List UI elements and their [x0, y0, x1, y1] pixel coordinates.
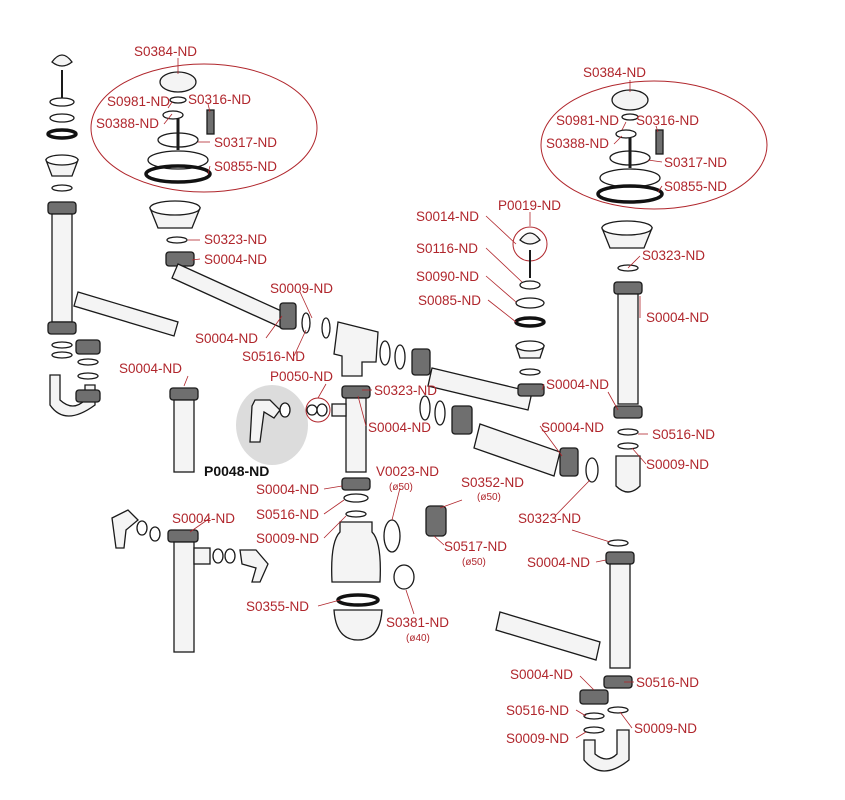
bottle-trap — [331, 477, 447, 641]
label-s0004-a: S0004-ND — [204, 252, 267, 267]
label-s0323-a: S0323-ND — [204, 232, 267, 247]
note-s0517: (ø50) — [462, 557, 486, 568]
label-s0009-e: S0009-ND — [506, 731, 569, 746]
label-s0981-right: S0981-ND — [556, 113, 619, 128]
label-s0316-right: S0316-ND — [636, 113, 699, 128]
label-s0004-e: S0004-ND — [368, 420, 431, 435]
note-s0381: (ø40) — [406, 633, 430, 644]
label-s0004-h: S0004-ND — [256, 482, 319, 497]
label-s0381: S0381-ND — [386, 615, 449, 630]
label-s0004-i: S0004-ND — [527, 555, 590, 570]
left-drain-stack — [45, 54, 179, 417]
label-s0516-d: S0516-ND — [636, 675, 699, 690]
label-s0516-c: S0516-ND — [256, 507, 319, 522]
part-labels: S0384-ND S0981-ND S0316-ND S0388-ND S031… — [96, 44, 727, 746]
lower-right-trap — [495, 539, 635, 772]
middle-standpipe — [306, 385, 371, 473]
note-v0023: (ø50) — [389, 482, 413, 493]
label-s0009-a: S0009-ND — [270, 281, 333, 296]
label-s0085: S0085-ND — [418, 293, 481, 308]
label-s0388-right: S0388-ND — [546, 136, 609, 151]
label-s0352: S0352-ND — [461, 475, 524, 490]
left-basket-coupling — [149, 200, 289, 329]
label-s0384-right: S0384-ND — [583, 65, 646, 80]
label-s0009-c: S0009-ND — [256, 531, 319, 546]
left-standalone-pipe — [169, 387, 199, 473]
label-s0516-e: S0516-ND — [506, 703, 569, 718]
label-s0388-left: S0388-ND — [96, 116, 159, 131]
overflow-waste — [514, 232, 546, 397]
label-s0317-right: S0317-ND — [664, 155, 727, 170]
label-s0316-left: S0316-ND — [188, 92, 251, 107]
label-s0004-f: S0004-ND — [546, 377, 609, 392]
leader-lines — [163, 58, 663, 739]
lower-left-tee — [111, 509, 269, 653]
label-s0004-j: S0004-ND — [172, 511, 235, 526]
label-s0009-b: S0009-ND — [646, 457, 709, 472]
p0048-highlight — [236, 385, 308, 465]
centre-tee — [279, 302, 533, 411]
right-strainer-parts — [596, 89, 664, 204]
label-s0009-d: S0009-ND — [634, 721, 697, 736]
label-s0004-d: S0004-ND — [119, 361, 182, 376]
label-s0981-left: S0981-ND — [107, 94, 170, 109]
label-p0019: P0019-ND — [498, 198, 561, 213]
label-s0355: S0355-ND — [246, 599, 309, 614]
label-s0116: S0116-ND — [416, 241, 478, 256]
left-strainer-parts — [144, 71, 215, 184]
label-p0050: P0050-ND — [270, 369, 333, 384]
label-s0004-b: S0004-ND — [195, 331, 258, 346]
label-s0323-d: S0323-ND — [518, 511, 581, 526]
label-s0317-left: S0317-ND — [214, 135, 277, 150]
right-centre-pipe — [419, 395, 599, 483]
note-s0352: (ø50) — [477, 492, 501, 503]
label-v0023: V0023-ND — [376, 464, 439, 479]
label-s0517: S0517-ND — [444, 539, 507, 554]
label-s0014: S0014-ND — [416, 209, 479, 224]
p0048-elbow — [249, 399, 291, 443]
left-strainer-group-outline — [90, 63, 318, 193]
right-drain-stack — [601, 220, 653, 493]
label-s0384-left: S0384-ND — [134, 44, 197, 59]
label-s0004-c: S0004-ND — [646, 310, 709, 325]
label-s0516-a: S0516-ND — [242, 349, 305, 364]
label-p0048: P0048-ND — [204, 463, 269, 479]
label-s0855-left: S0855-ND — [214, 159, 277, 174]
label-s0323-c: S0323-ND — [374, 383, 437, 398]
label-s0516-b: S0516-ND — [652, 427, 715, 442]
label-s0855-right: S0855-ND — [664, 179, 727, 194]
label-s0004-g: S0004-ND — [541, 420, 604, 435]
label-s0004-k: S0004-ND — [510, 667, 573, 682]
right-strainer-group-outline — [540, 80, 768, 210]
label-s0090: S0090-ND — [416, 269, 479, 284]
label-s0323-b: S0323-ND — [642, 248, 705, 263]
